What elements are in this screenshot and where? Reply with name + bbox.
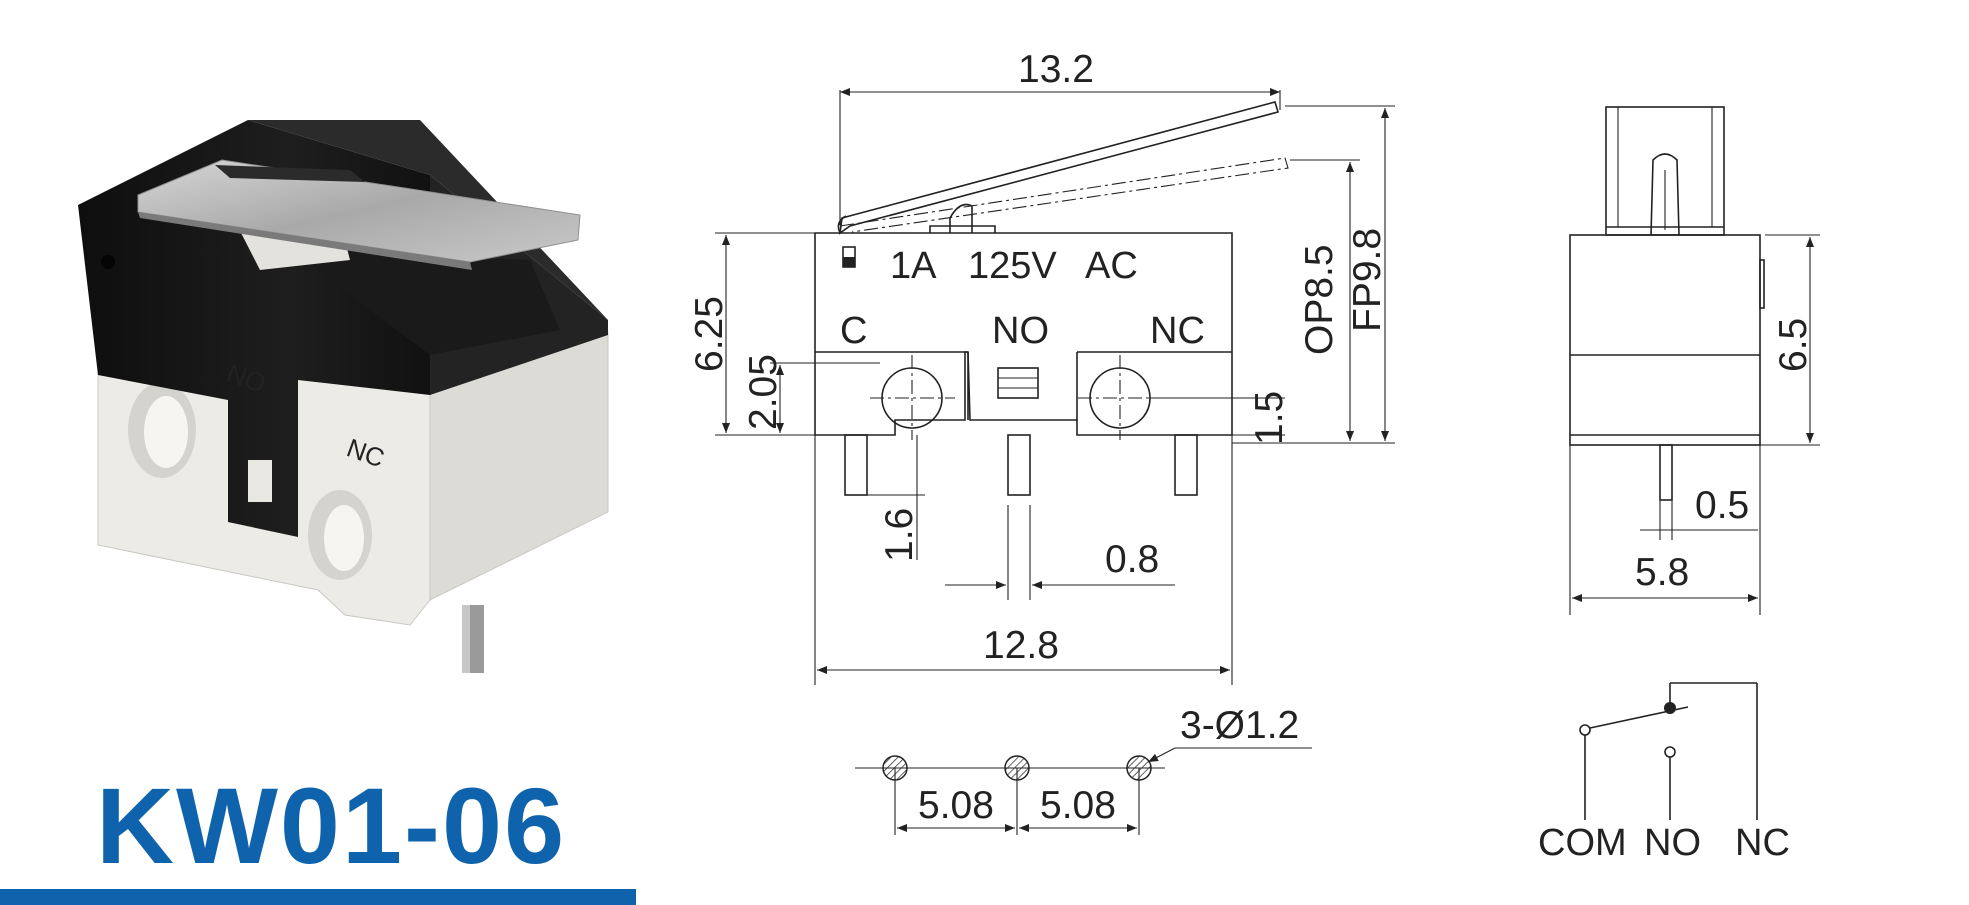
dim-body-length: 12.8 (983, 624, 1059, 667)
dim-pitch-2: 5.08 (1040, 784, 1116, 827)
rating-current: 1A (890, 245, 937, 287)
terminal-label-no: NO (992, 310, 1049, 352)
dim-pin-length: 1.6 (878, 508, 921, 562)
schematic-label-nc: NC (1735, 822, 1790, 864)
dim-height: 6.25 (688, 296, 731, 372)
microswitch-photo-icon: NO NC (78, 120, 609, 673)
side-view-drawing: 6.5 0.5 5.8 (1569, 106, 1820, 615)
dim-pitch-1: 5.08 (918, 784, 994, 827)
dim-pin-width: 0.8 (1105, 538, 1159, 581)
pcb-hole-layout: 5.08 5.08 3-Ø1.2 (855, 704, 1312, 835)
dim-pin-offset: 1.5 (1248, 391, 1291, 445)
dim-lever-length: 13.2 (1018, 48, 1094, 91)
dim-free-position: FP9.8 (1346, 228, 1389, 332)
schematic-label-com: COM (1538, 822, 1627, 864)
dim-hole-height: 2.05 (742, 354, 785, 430)
terminal-label-nc: NC (1150, 310, 1205, 352)
rating-voltage: 125V (968, 245, 1057, 287)
dim-pin-thickness: 0.5 (1695, 484, 1749, 527)
dim-side-width: 5.8 (1635, 551, 1689, 594)
model-title: KW01-06 (96, 765, 567, 886)
schematic-label-no: NO (1644, 822, 1701, 864)
terminal-label-c: C (840, 310, 867, 352)
rating-type: AC (1085, 245, 1138, 287)
dim-operating-position: OP8.5 (1298, 244, 1341, 355)
front-view-drawing: 1A 125V AC C NO NC 13.2 6.25 2.05 1.5 OP… (688, 48, 1395, 685)
dim-side-height: 6.5 (1772, 318, 1815, 372)
switch-schematic: COM NO NC (1538, 682, 1790, 864)
hole-spec: 3-Ø1.2 (1180, 704, 1299, 747)
title-underline-bar (0, 889, 636, 905)
